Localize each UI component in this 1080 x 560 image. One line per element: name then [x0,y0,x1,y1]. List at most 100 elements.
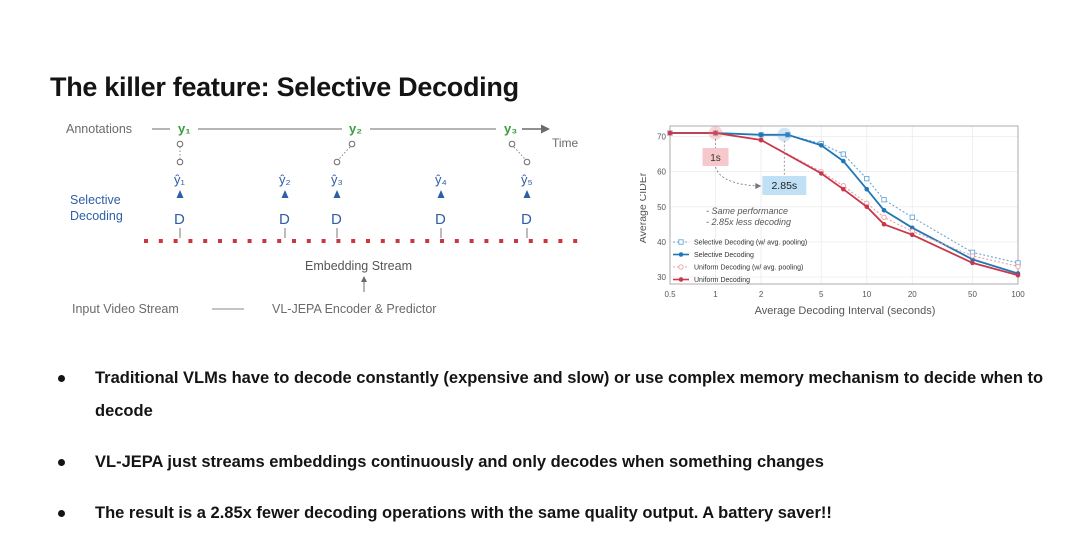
x-tick-label: 20 [908,290,917,299]
bullet-text-3: The result is a 2.85x fewer decoding ope… [95,504,832,522]
data-point [758,137,764,143]
decode-arrow-5 [523,190,531,198]
embedding-stream-label: Embedding Stream [305,259,412,273]
data-point [881,222,887,227]
data-point [713,130,718,136]
data-point [818,171,824,176]
prediction-node-5 [523,158,531,166]
embedding-dot [321,239,326,243]
decoder-2: D [279,211,290,228]
data-point [785,132,790,138]
chart-series-lines [667,130,1021,278]
embedding-dot [499,239,504,243]
x-tick-label: 1 [713,290,718,299]
decode-arrow-1 [176,190,184,198]
annotation-note: - 2.85x less decoding [706,217,791,227]
embedding-dot [188,239,193,243]
data-point [881,197,887,203]
x-tick-label: 100 [1011,290,1025,299]
legend-marker [678,239,684,245]
embedding-dot [262,239,267,243]
selective-label-line1: Selective [70,193,121,207]
shift-arrow-head [755,183,762,189]
legend-marker [678,252,684,257]
data-point [841,158,846,164]
data-point [881,207,887,213]
x-tick-label: 0.5 [664,290,676,299]
data-point [864,186,870,192]
plot-frame [669,125,1019,285]
legend-label: Selective Decoding (w/ avg. pooling) [694,240,807,247]
chart-annotations: 1s2.85s- Same performance- 2.85x less de… [702,126,807,227]
uniform-highlight [708,126,723,141]
annotation-node-3 [508,140,516,148]
embedding-dot [380,239,385,243]
data-point [881,214,887,220]
decoder-1: D [174,211,185,228]
prediction-y1: ŷ₁ [174,172,186,187]
encoder-label: VL-JEPA Encoder & Predictor [272,302,436,316]
embedding-dot [336,239,341,243]
bullet-list: Traditional VLMs have to decode constant… [56,362,1046,548]
bullet-dot-icon [58,510,65,517]
data-point [818,143,824,148]
embedding-dot [425,239,430,243]
bullet-text-2: VL-JEPA just streams embeddings continuo… [95,453,824,471]
selective-interval-badge [762,176,807,195]
y-tick-label: 60 [657,168,666,177]
embedding-dot [366,239,370,243]
selective-highlight [777,127,792,142]
legend-label: Selective Decoding [694,252,754,259]
decoder-4: D [435,211,446,228]
bullet-dot-icon [58,459,65,466]
x-tick-label: 2 [759,290,764,299]
embedding-dot [218,239,222,243]
embedding-dot [514,239,518,243]
embedding-stream-dots [144,239,578,243]
data-point [1015,263,1021,270]
annotation-y3: y₃ [504,121,517,136]
annotation-note: - Same performance [706,206,788,216]
match-link-3 [513,146,526,160]
embedding-dot [203,239,208,243]
x-tick-label: 10 [862,290,871,299]
embedding-dot [292,239,296,243]
embedding-dot [232,239,237,243]
y-tick-label: 70 [657,133,666,142]
prediction-y5: ŷ₅ [521,172,533,187]
uniform-interval-badge [702,148,729,166]
annotations-label: Annotations [66,122,132,136]
bullet-dot-icon [58,375,65,382]
decode-arrow-3 [333,190,341,198]
shift-arrow-curve [715,166,759,187]
time-arrow-head [541,124,550,134]
prediction-y4: ŷ₄ [435,172,447,187]
y-axis-label: Average CIDEr [640,172,649,243]
data-point [864,176,870,182]
embedding-dot [410,239,415,243]
data-point [970,260,975,266]
embedding-dot [277,239,282,243]
embedding-dot [543,239,548,243]
slide-title: The killer feature: Selective Decoding [50,72,519,102]
time-label: Time [552,136,579,150]
annotation-node-2 [348,140,356,148]
series-line-4 [670,132,1019,277]
embedding-dot [558,239,563,243]
data-point [840,151,846,157]
data-point [667,130,673,136]
uniform-interval-label: 1s [710,153,721,164]
embedding-dot [158,239,163,243]
annotation-y1: y₁ [178,121,191,136]
selective-decoding-diagram: Annotations y₁ y₂ y₃ Time Selective Deco… [66,121,579,316]
data-point [841,186,846,192]
embedding-dot [454,239,459,243]
embedding-dot [247,239,252,243]
embedding-dot [528,239,533,243]
data-point [909,214,915,220]
data-point [969,253,976,259]
decode-arrow-2 [281,190,289,198]
match-link-2 [338,146,351,160]
